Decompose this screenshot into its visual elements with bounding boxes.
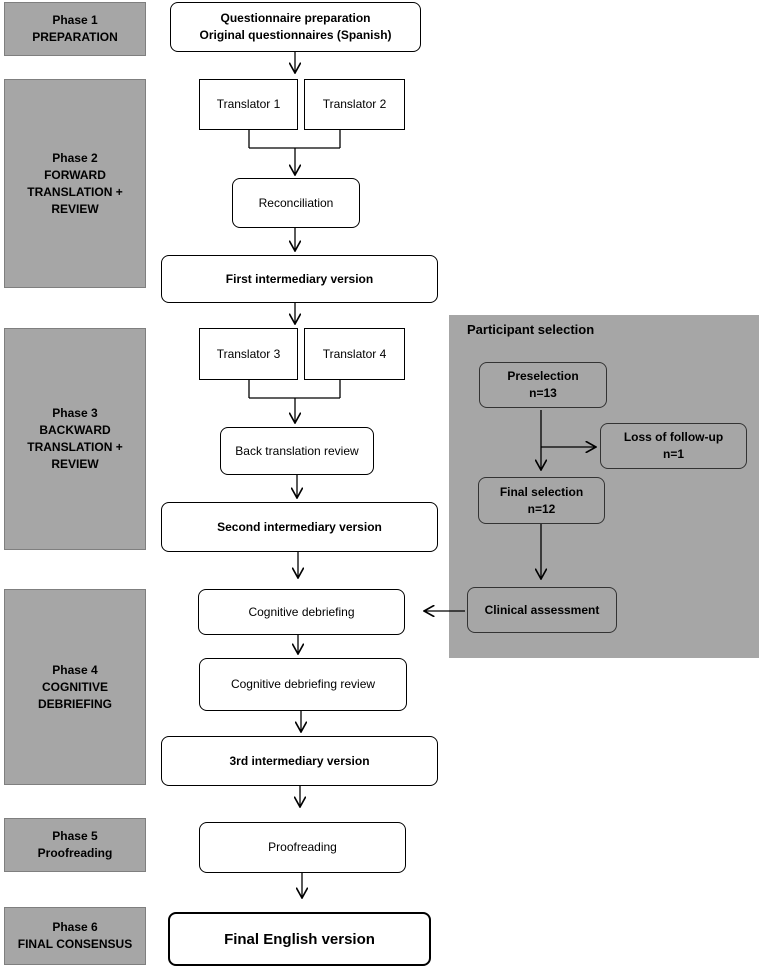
phase-2-label: Phase 2 FORWARD TRANSLATION + REVIEW [4, 79, 146, 288]
loss-of-follow-up-label: Loss of follow-up n=1 [623, 430, 724, 461]
translator-2-box: Translator 2 [304, 79, 405, 130]
preselection-box: Preselection n=13 [479, 362, 607, 408]
third-intermediary-box: 3rd intermediary version [161, 736, 438, 786]
phase-5-text: Phase 5 Proofreading [37, 829, 113, 860]
phase-4-text: Phase 4 COGNITIVE DEBRIEFING [37, 662, 112, 711]
phase-3-label: Phase 3 BACKWARD TRANSLATION + REVIEW [4, 328, 146, 550]
second-intermediary-label: Second intermediary version [217, 519, 382, 534]
questionnaire-preparation-title: Questionnaire preparation [220, 11, 371, 25]
phase-3-text: Phase 3 BACKWARD TRANSLATION + REVIEW [27, 406, 123, 471]
phase-4-label: Phase 4 COGNITIVE DEBRIEFING [4, 589, 146, 785]
proofreading-label: Proofreading [268, 840, 337, 854]
translator-4-box: Translator 4 [304, 328, 405, 380]
participant-selection-title: Participant selection [467, 322, 595, 337]
translator-2-label: Translator 2 [322, 97, 387, 111]
cognitive-debriefing-box: Cognitive debriefing [198, 589, 405, 635]
translator-1-box: Translator 1 [199, 79, 298, 130]
questionnaire-preparation-box: Questionnaire preparation Original quest… [170, 2, 421, 52]
cognitive-debriefing-review-box: Cognitive debriefing review [199, 658, 407, 711]
cognitive-debriefing-review-label: Cognitive debriefing review [230, 677, 376, 691]
phase-1-text: Phase 1 PREPARATION [32, 13, 118, 44]
final-selection-label: Final selection n=12 [499, 484, 584, 516]
clinical-assessment-label: Clinical assessment [484, 602, 600, 617]
phase-5-label: Phase 5 Proofreading [4, 818, 146, 872]
back-translation-review-box: Back translation review [220, 427, 374, 475]
cognitive-debriefing-label: Cognitive debriefing [248, 604, 355, 619]
phase-6-text: Phase 6 FINAL CONSENSUS [17, 920, 133, 951]
first-intermediary-label: First intermediary version [225, 271, 374, 286]
phase-1-label: Phase 1 PREPARATION [4, 2, 146, 56]
proofreading-box: Proofreading [199, 822, 406, 873]
translator-3-label: Translator 3 [216, 346, 281, 361]
reconciliation-box: Reconciliation [232, 178, 360, 228]
preselection-label: Preselection n=13 [507, 369, 579, 400]
final-english-version-label: Final English version [224, 930, 375, 948]
original-questionnaires-text: Original questionnaires (Spanish) [199, 28, 392, 42]
phase-2-text: Phase 2 FORWARD TRANSLATION + REVIEW [27, 150, 123, 216]
loss-of-follow-up-box: Loss of follow-up n=1 [600, 423, 747, 469]
final-selection-box: Final selection n=12 [478, 477, 605, 524]
second-intermediary-box: Second intermediary version [161, 502, 438, 552]
back-translation-review-label: Back translation review [235, 443, 359, 458]
translator-1-label: Translator 1 [216, 97, 281, 111]
phase-6-label: Phase 6 FINAL CONSENSUS [4, 907, 146, 965]
clinical-assessment-box: Clinical assessment [467, 587, 617, 633]
third-intermediary-label: 3rd intermediary version [229, 753, 370, 768]
final-english-version-box: Final English version [168, 912, 431, 966]
translator-3-box: Translator 3 [199, 328, 298, 380]
reconciliation-label: Reconciliation [258, 195, 334, 210]
first-intermediary-box: First intermediary version [161, 255, 438, 303]
translator-4-label: Translator 4 [322, 346, 387, 361]
